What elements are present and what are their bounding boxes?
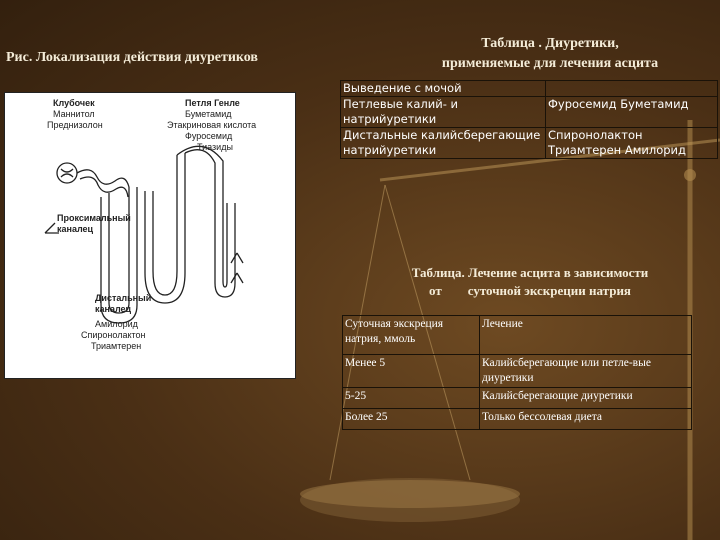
table-header-row: Суточная экскреция натрия, ммоль Лечение (342, 315, 692, 355)
table2-title-line2: от суточной экскреции натрия (429, 283, 631, 298)
table-row: Менее 5 Калийсберегающие или петле-вые д… (342, 354, 692, 388)
label-prednisolone: Преднизолон (47, 120, 103, 130)
table-cell: Только бессолевая диета (479, 408, 692, 430)
table-row: Дистальные калийсберегающие натрийуретик… (340, 127, 718, 159)
table-cell: Выведение с мочой (340, 80, 546, 97)
table-cell: Петлевые калий- и натрийуретики (340, 96, 546, 128)
label-triamterene: Триамтерен (91, 341, 142, 351)
figure-title: Рис. Локализация действия диуретиков (6, 50, 258, 65)
table1-title: Таблица . Диуретики, применяемые для леч… (385, 34, 715, 74)
nephron-diagram (44, 145, 244, 324)
table-row: 5-25 Калийсберегающие диуретики (342, 387, 692, 409)
table2-title: Таблица. Лечение асцита в зависимости от… (380, 264, 680, 300)
table-cell: Калийсберегающие или петле-вые диуретики (479, 354, 692, 388)
table-row: Выведение с мочой (340, 80, 718, 97)
label-ethacrynic-acid: Этакриновая кислота (167, 120, 257, 130)
table-cell: Спиронолактон Триамтерен Амилорид (545, 127, 718, 159)
diuretics-table: Выведение с мочой Петлевые калий- и натр… (340, 80, 718, 159)
table-row: Петлевые калий- и натрийуретики Фуросеми… (340, 96, 718, 128)
label-spironolactone: Спиронолактон (81, 330, 146, 340)
table2-title-line1: Таблица. Лечение асцита в зависимости (411, 265, 649, 280)
label-thiazides: Тиазиды (197, 142, 233, 152)
table-cell (545, 80, 718, 97)
table-cell: 5-25 (342, 387, 480, 409)
label-mannitol: Маннитол (53, 109, 95, 119)
label-bumetanide: Буметамид (185, 109, 232, 119)
ascites-treatment-table: Суточная экскреция натрия, ммоль Лечение… (342, 315, 692, 430)
label-glomerulus: Клубочек (53, 98, 95, 108)
nephron-figure: Клубочек Маннитол Преднизолон Петля Генл… (4, 92, 296, 379)
label-amiloride: Амилорид (95, 319, 138, 329)
table-header-cell: Суточная экскреция натрия, ммоль (342, 315, 480, 355)
table-cell: Дистальные калийсберегающие натрийуретик… (340, 127, 546, 159)
label-furosemide: Фуросемид (185, 131, 233, 141)
table-header-cell: Лечение (479, 315, 692, 355)
label-henle-loop: Петля Генле (185, 98, 240, 108)
table1-title-line1: Таблица . Диуретики, (481, 36, 619, 51)
table-row: Более 25 Только бессолевая диета (342, 408, 692, 430)
table-cell: Фуросемид Буметамид (545, 96, 718, 128)
table1-title-line2: применяемые для лечения асцита (441, 56, 659, 71)
table-cell: Менее 5 (342, 354, 480, 388)
table-cell: Более 25 (342, 408, 480, 430)
table-cell: Калийсберегающие диуретики (479, 387, 692, 409)
